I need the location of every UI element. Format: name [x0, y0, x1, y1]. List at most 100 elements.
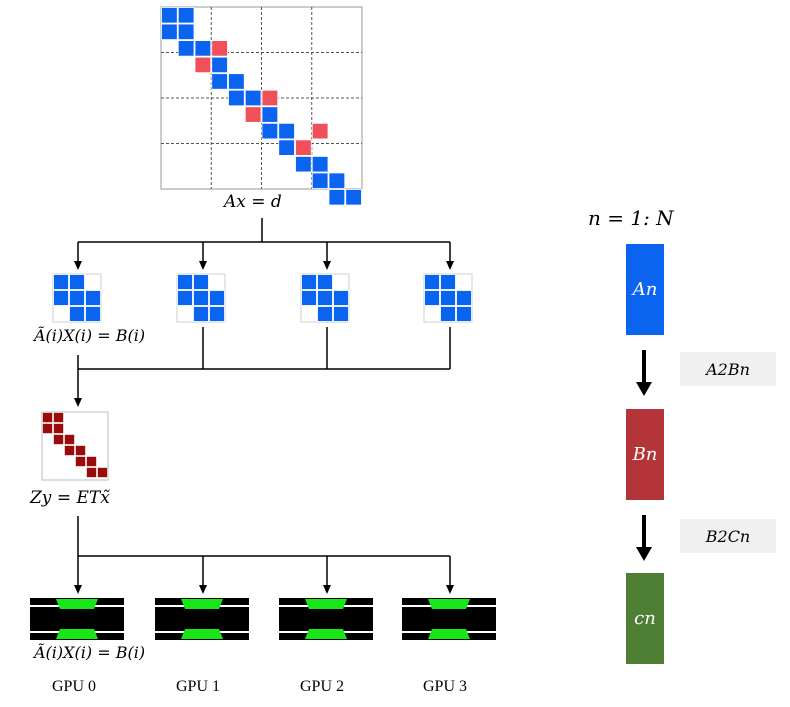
stage-box-c: cn	[626, 573, 664, 664]
matrix-cell-blue	[345, 189, 362, 206]
gpu-die-top	[428, 599, 470, 609]
sub-system-label-bottom: Ã(i)X(i) = B(i)	[34, 643, 146, 662]
sub-blocks	[52, 273, 473, 323]
matrix-cell-blue	[177, 40, 195, 57]
sub-block-cell	[317, 274, 333, 290]
reduced-matrix-cell	[64, 445, 75, 456]
sub-block-cell	[424, 290, 440, 306]
split-connector	[74, 218, 454, 270]
sub-block-cell	[177, 274, 193, 290]
sub-block-cell	[317, 290, 333, 306]
matrix-cell-red	[261, 89, 279, 107]
gpu-die-bottom	[428, 629, 470, 639]
reduced-matrix-cell	[53, 434, 64, 445]
matrix-cell-blue	[278, 122, 295, 140]
matrix-cell-blue	[328, 172, 346, 189]
sub-block-cell	[333, 290, 349, 306]
gpu-label-0: GPU 0	[52, 678, 97, 695]
matrix-cell-blue	[295, 156, 312, 173]
transfer-tag-a2b: A2Bn	[680, 352, 776, 386]
pipeline-arrowhead-1	[636, 382, 652, 396]
sub-block-cell	[193, 306, 209, 322]
reduced-matrix-cell	[75, 445, 86, 456]
reduced-matrix-cell	[86, 456, 97, 467]
gpu-die-top	[305, 599, 347, 609]
reduced-matrix-cell	[64, 434, 75, 445]
matrix-cell-blue	[228, 73, 245, 90]
sub-block-cell	[440, 274, 456, 290]
gpu-die-bottom	[181, 629, 223, 639]
sub-block-cell	[193, 274, 209, 290]
gpu-die-top	[181, 599, 223, 609]
pipeline-arrowhead-2	[636, 547, 652, 561]
gpu-label-2: GPU 2	[300, 678, 345, 695]
matrix-cell-red	[295, 139, 312, 156]
matrix-cell-blue	[211, 73, 228, 90]
matrix-cell-blue	[211, 56, 228, 74]
matrix-cell-red	[194, 56, 212, 74]
scatter-connector	[74, 516, 454, 594]
merge-connector	[74, 327, 451, 407]
matrix-cell-blue	[278, 139, 295, 156]
transfer-tag-b2c: B2Cn	[680, 519, 776, 553]
sub-block-cell	[209, 306, 225, 322]
loop-label: n = 1: N	[588, 206, 674, 230]
matrix-cell-blue	[244, 89, 262, 107]
gpu-die-bottom	[56, 629, 98, 639]
reduced-matrix-cell	[97, 467, 108, 478]
matrix-cell-blue	[261, 106, 279, 123]
sub-block-cell	[317, 306, 333, 322]
sub-block-cell	[440, 290, 456, 306]
sub-block-cell	[301, 274, 317, 290]
sub-block-cell	[177, 290, 193, 306]
gpu-label-1: GPU 1	[176, 678, 221, 695]
sub-block-cell	[333, 306, 349, 322]
sub-block-cell	[85, 290, 101, 306]
matrix-cell-red	[244, 106, 262, 123]
matrix-cell-blue	[328, 189, 346, 206]
gpu-label-3: GPU 3	[423, 678, 468, 695]
matrix-cell-red	[311, 122, 329, 140]
sub-block-cell	[193, 290, 209, 306]
reduced-matrix-cell	[75, 456, 86, 467]
sub-block-cell	[456, 306, 472, 322]
sub-block-cell	[53, 290, 69, 306]
reduced-system-label: Zy = ETx̃	[30, 488, 110, 508]
reduced-matrix	[41, 411, 109, 481]
matrix-cell-blue	[161, 23, 178, 40]
matrix-cell-blue	[311, 156, 329, 173]
matrix-cell-blue	[261, 122, 279, 140]
matrix-cell-red	[211, 40, 228, 57]
reduced-matrix-cell	[86, 467, 97, 478]
sub-block-cell	[69, 274, 85, 290]
gpu-die-bottom	[305, 629, 347, 639]
sub-block-cell	[301, 290, 317, 306]
stage-box-a: An	[626, 244, 664, 335]
sub-block-cell	[209, 290, 225, 306]
matrix-cell-blue	[311, 172, 329, 189]
stage-box-b: Bn	[626, 409, 664, 500]
sub-system-label-top: Ã(i)X(i) = B(i)	[34, 326, 146, 345]
matrix-cell-blue	[161, 7, 178, 24]
sub-block-cell	[69, 306, 85, 322]
sub-block-cell	[85, 306, 101, 322]
reduced-matrix-cell	[42, 412, 53, 423]
reduced-matrix-cell	[53, 423, 64, 434]
reduced-matrix-cell	[53, 412, 64, 423]
sub-block-cell	[69, 290, 85, 306]
matrix-cell-blue	[177, 23, 195, 40]
full-system-label: Ax = d	[224, 192, 282, 212]
sub-block-cell	[424, 274, 440, 290]
reduced-matrix-frame	[41, 411, 109, 481]
gpu-chips	[30, 598, 496, 640]
full-matrix	[160, 6, 363, 206]
matrix-cell-blue	[177, 7, 195, 24]
reduced-matrix-cell	[42, 423, 53, 434]
sub-block-cell	[456, 290, 472, 306]
matrix-cell-blue	[228, 89, 245, 107]
sub-block-cell	[53, 274, 69, 290]
matrix-cell-blue	[194, 40, 212, 57]
gpu-die-top	[56, 599, 98, 609]
sub-block-cell	[440, 306, 456, 322]
